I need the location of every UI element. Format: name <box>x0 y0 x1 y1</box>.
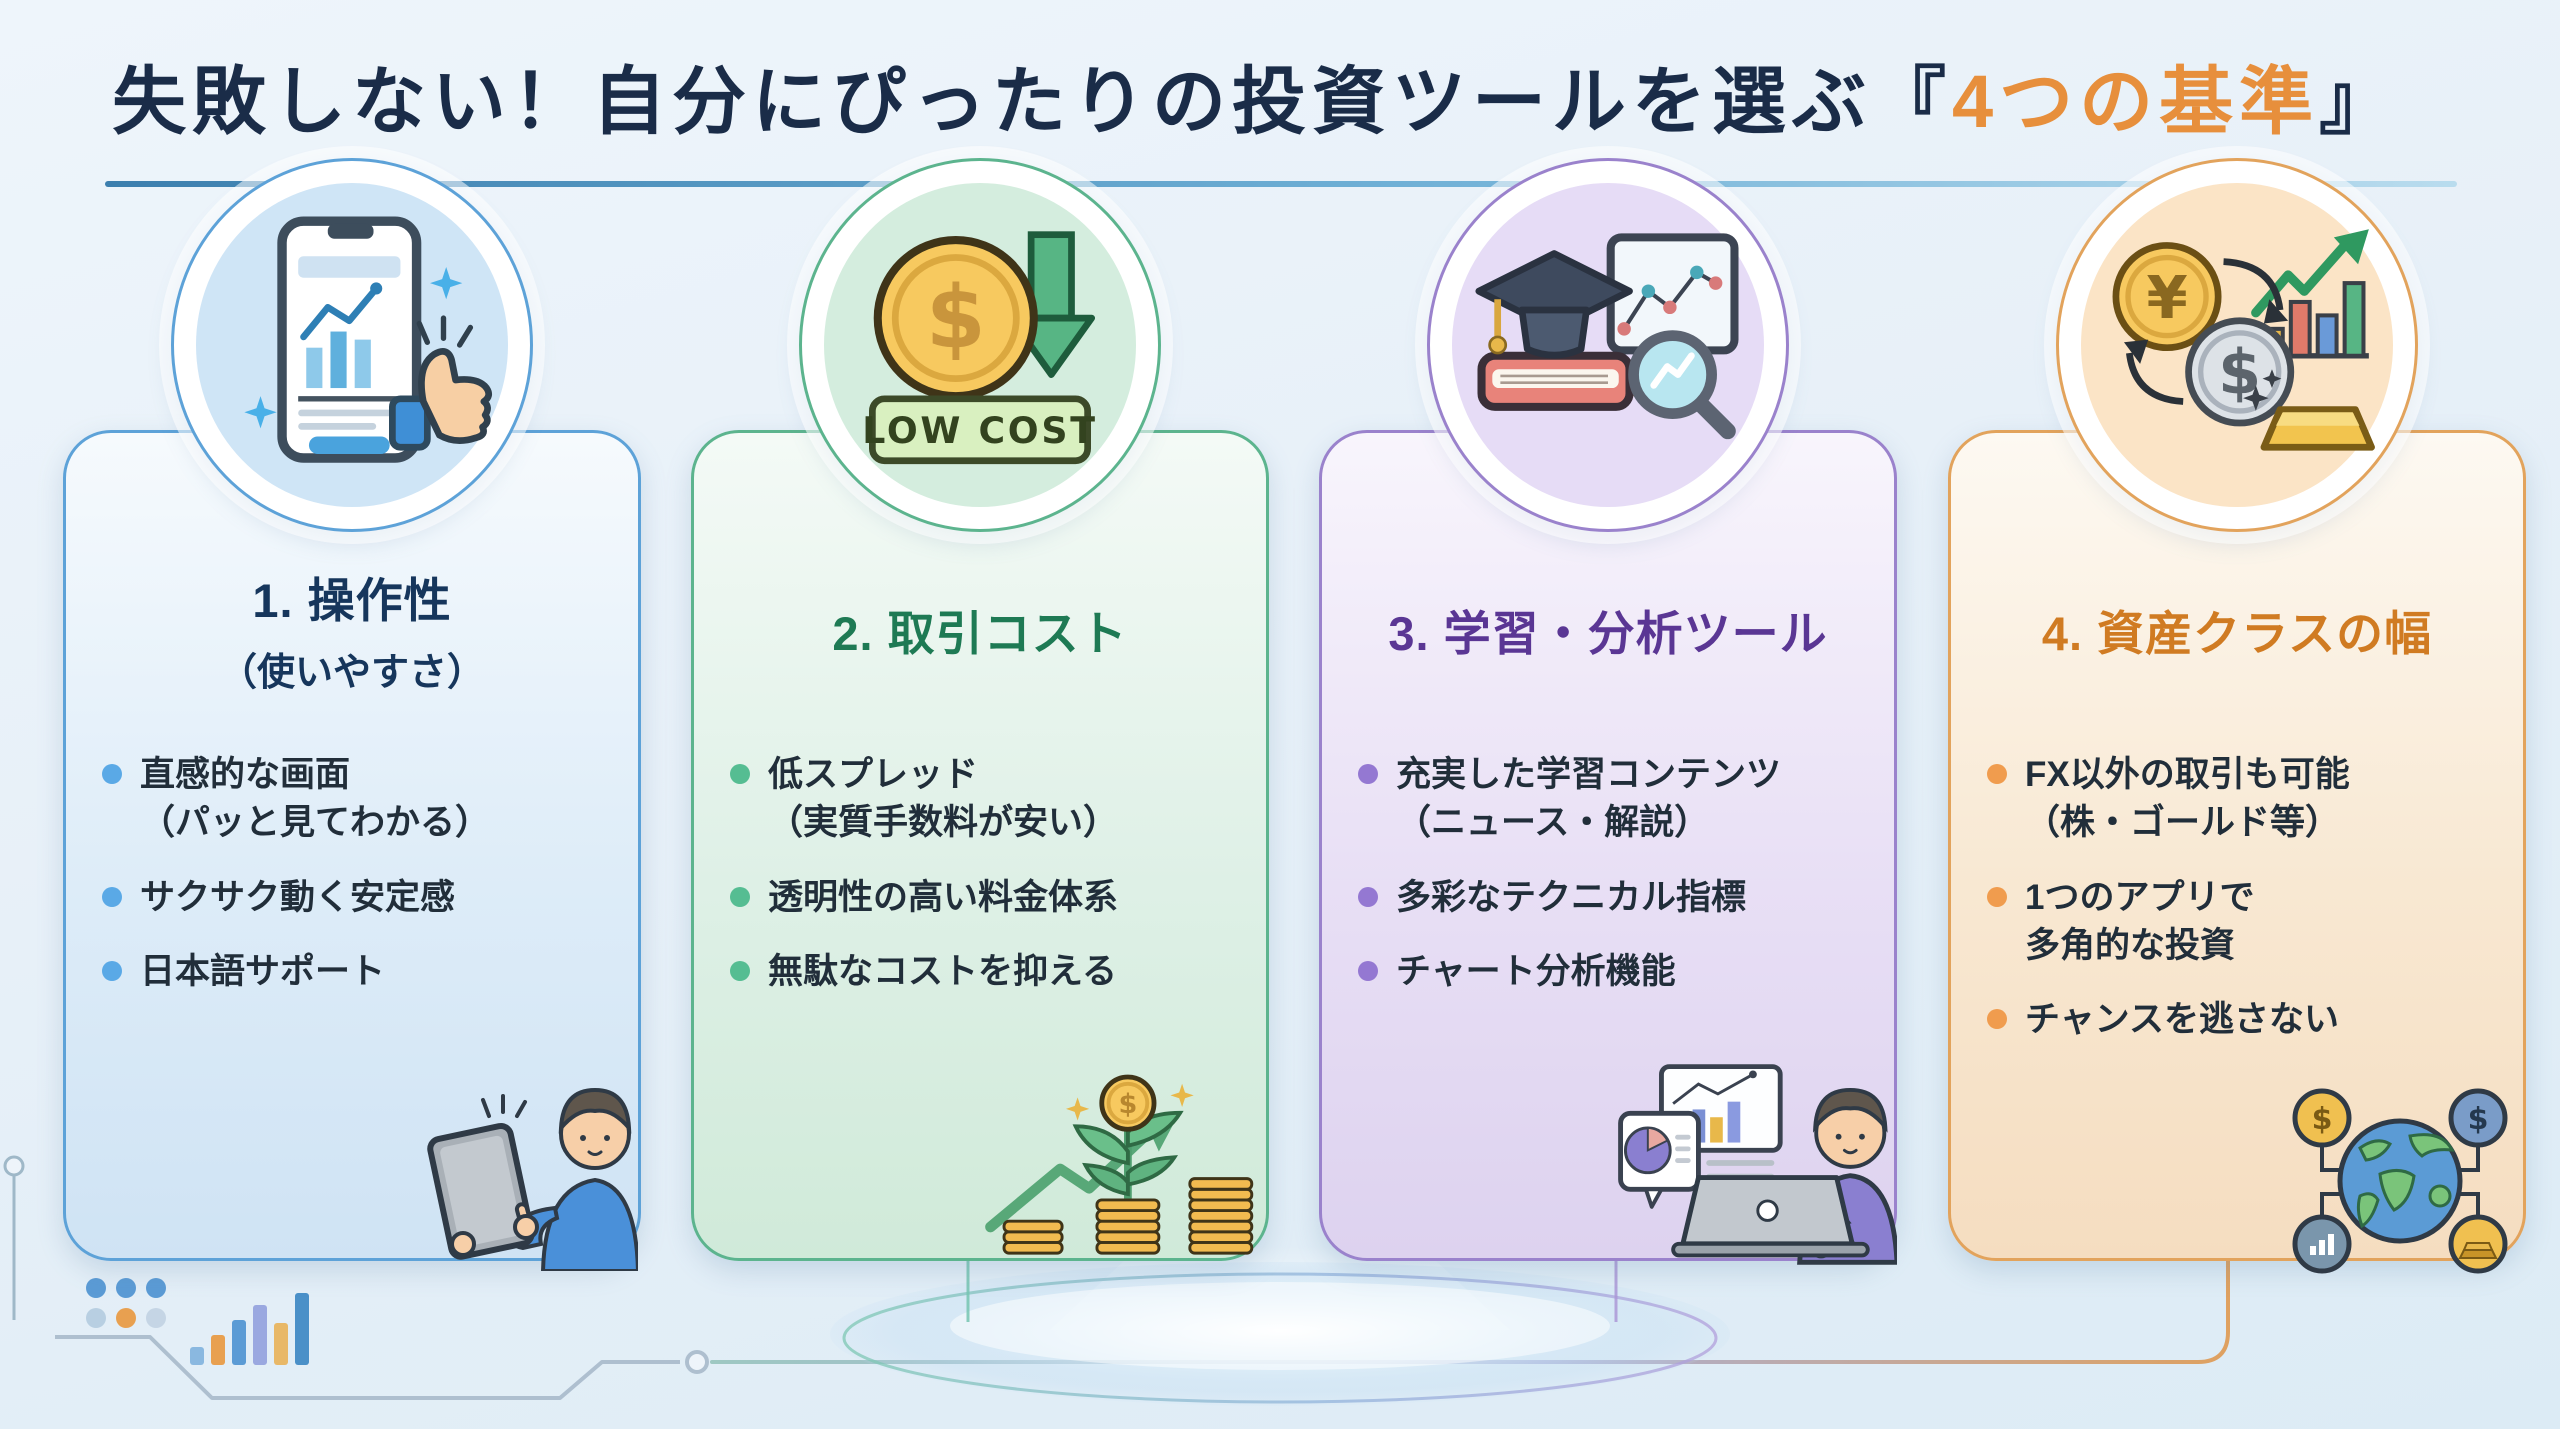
bullet-item: 低スプレッド（実質手数料が安い） <box>730 751 1236 848</box>
bullet-dot <box>1987 886 2007 907</box>
smartphone-chart-thumbs-up-icon <box>244 216 493 463</box>
sparkle-icon <box>1170 1083 1194 1107</box>
badge-circle-cost: $ LOW COST <box>799 158 1161 532</box>
coin-stacks <box>1002 1177 1254 1255</box>
bullet-item: サクサク動く安定感 <box>102 874 608 922</box>
svg-text:¥: ¥ <box>2146 263 2187 332</box>
bullet-item: チャンスを逃さない <box>1987 996 2493 1044</box>
title-bracket-open: 『 <box>1872 60 1952 143</box>
card-asset-classes-header: 4. 資産クラスの幅 <box>1951 559 2523 699</box>
person-tablet-illustration <box>427 1087 638 1271</box>
svg-text:LOW COST: LOW COST <box>862 409 1097 452</box>
person-laptop-illustration <box>1618 1064 1897 1265</box>
card-title: 1. 操作性 <box>252 574 452 627</box>
yen-coin-icon: ¥ <box>2112 242 2222 352</box>
sparkle-icon <box>1065 1097 1090 1121</box>
bullet-dot <box>102 764 122 784</box>
book-icon <box>1477 351 1634 411</box>
bullet-item: 日本語サポート <box>102 948 608 996</box>
bullet-item: 充実した学習コンテンツ（ニュース・解説） <box>1358 751 1864 848</box>
bullet-item: 透明性の高い料金体系 <box>730 874 1236 922</box>
gold-bar-icon <box>2260 406 2375 451</box>
badge-circle-assets: ¥ $ <box>2056 158 2418 532</box>
bullet-item: 直感的な画面（パッと見てわかる） <box>102 751 608 848</box>
card-asset-classes: 4. 資産クラスの幅 FX以外の取引も可能（株・ゴールド等） 1つのアプリで多角… <box>1948 430 2526 1261</box>
money-plant-coins-illustration: $ <box>985 1074 1254 1255</box>
bullet-item: FX以外の取引も可能（株・ゴールド等） <box>1987 751 2493 848</box>
title-underline <box>105 181 2457 187</box>
badge-circle-learning <box>1427 158 1789 532</box>
page-title-main: 失敗しない！自分にぴったりの投資ツールを選ぶ <box>112 60 1872 143</box>
bullet-dot <box>1358 886 1378 907</box>
bullet-dot <box>1358 764 1378 784</box>
bullet-dot <box>1987 764 2007 784</box>
card-title: 2. 取引コスト <box>832 606 1128 660</box>
bullet-list: FX以外の取引も可能（株・ゴールド等） 1つのアプリで多角的な投資 チャンスを逃… <box>1951 751 2523 1044</box>
pie-chart-bubble <box>1618 1110 1701 1209</box>
mini-bar-chart-decoration <box>190 1293 309 1365</box>
dollar-coin-down-arrow-icon: $ LOW COST <box>862 231 1097 465</box>
bullet-list: 充実した学習コンテンツ（ニュース・解説） 多彩なテクニカル指標 チャート分析機能 <box>1322 751 1894 996</box>
sparkle-icon <box>430 266 463 300</box>
page-title-highlight: 4つの基準 <box>1952 60 2320 143</box>
bullet-dot <box>1987 1009 2007 1030</box>
globe-assets-illustration: $ $ <box>2292 1088 2508 1274</box>
laptop-icon <box>1671 1175 1870 1258</box>
card-usability: 1. 操作性 （使いやすさ） 直感的な画面（パッと見てわかる） サクサク動く安定… <box>63 430 641 1261</box>
card-title: 4. 資産クラスの幅 <box>2041 606 2433 660</box>
bullet-list: 直感的な画面（パッと見てわかる） サクサク動く安定感 日本語サポート <box>66 751 638 996</box>
low-cost-badge: LOW COST <box>862 395 1097 465</box>
badge-circle-usability <box>171 158 533 532</box>
svg-text:$: $ <box>2468 1102 2489 1137</box>
page-title: 失敗しない！自分にぴったりの投資ツールを選ぶ『4つの基準』 <box>112 42 2472 149</box>
bullet-item: 1つのアプリで多角的な投資 <box>1987 874 2493 971</box>
bullet-item: チャート分析機能 <box>1358 948 1864 996</box>
platform-glow-decoration <box>830 1246 1730 1406</box>
bullet-item: 多彩なテクニカル指標 <box>1358 874 1864 922</box>
card-subtitle: （使いやすさ） <box>218 652 485 694</box>
card-usability-header: 1. 操作性 （使いやすさ） <box>66 559 638 699</box>
bullet-dot <box>1358 960 1378 981</box>
dollar-coin-icon: $ <box>2185 317 2295 427</box>
sparkle-icon <box>2262 369 2282 389</box>
bullet-dot <box>102 886 122 907</box>
card-title: 3. 学習・分析ツール <box>1388 606 1828 660</box>
dot-grid-decoration <box>86 1278 166 1328</box>
bullet-item: 無駄なコストを抑える <box>730 948 1236 996</box>
svg-text:$: $ <box>1118 1089 1137 1120</box>
card-learning-analysis-header: 3. 学習・分析ツール <box>1322 559 1894 699</box>
sparkle-icon <box>244 396 277 429</box>
graduation-cap-book-analysis-icon <box>1475 233 1739 440</box>
bullet-dot <box>730 764 750 784</box>
magnifier-icon <box>1628 330 1736 440</box>
exchange-arrows-icon <box>2123 258 2289 405</box>
title-bracket-close: 』 <box>2319 60 2400 143</box>
dollar-coin-icon: $ <box>873 236 1038 401</box>
svg-text:$: $ <box>2312 1102 2333 1137</box>
currency-exchange-gold-chart-icon: ¥ $ <box>2112 229 2375 451</box>
bullet-dot <box>102 960 122 981</box>
bullet-dot <box>730 960 750 981</box>
thumbs-up-hand <box>389 315 493 451</box>
bullet-dot <box>730 886 750 907</box>
bullet-list: 低スプレッド（実質手数料が安い） 透明性の高い料金体系 無駄なコストを抑える <box>694 751 1266 996</box>
sparkle-icon <box>2243 385 2269 411</box>
svg-text:$: $ <box>926 269 986 369</box>
card-trading-cost-header: 2. 取引コスト <box>694 559 1266 699</box>
asset-node-coins: $ $ <box>2292 1088 2508 1274</box>
graduation-cap-icon <box>1475 250 1633 359</box>
card-learning-analysis: 3. 学習・分析ツール 充実した学習コンテンツ（ニュース・解説） 多彩なテクニカ… <box>1319 430 1897 1261</box>
